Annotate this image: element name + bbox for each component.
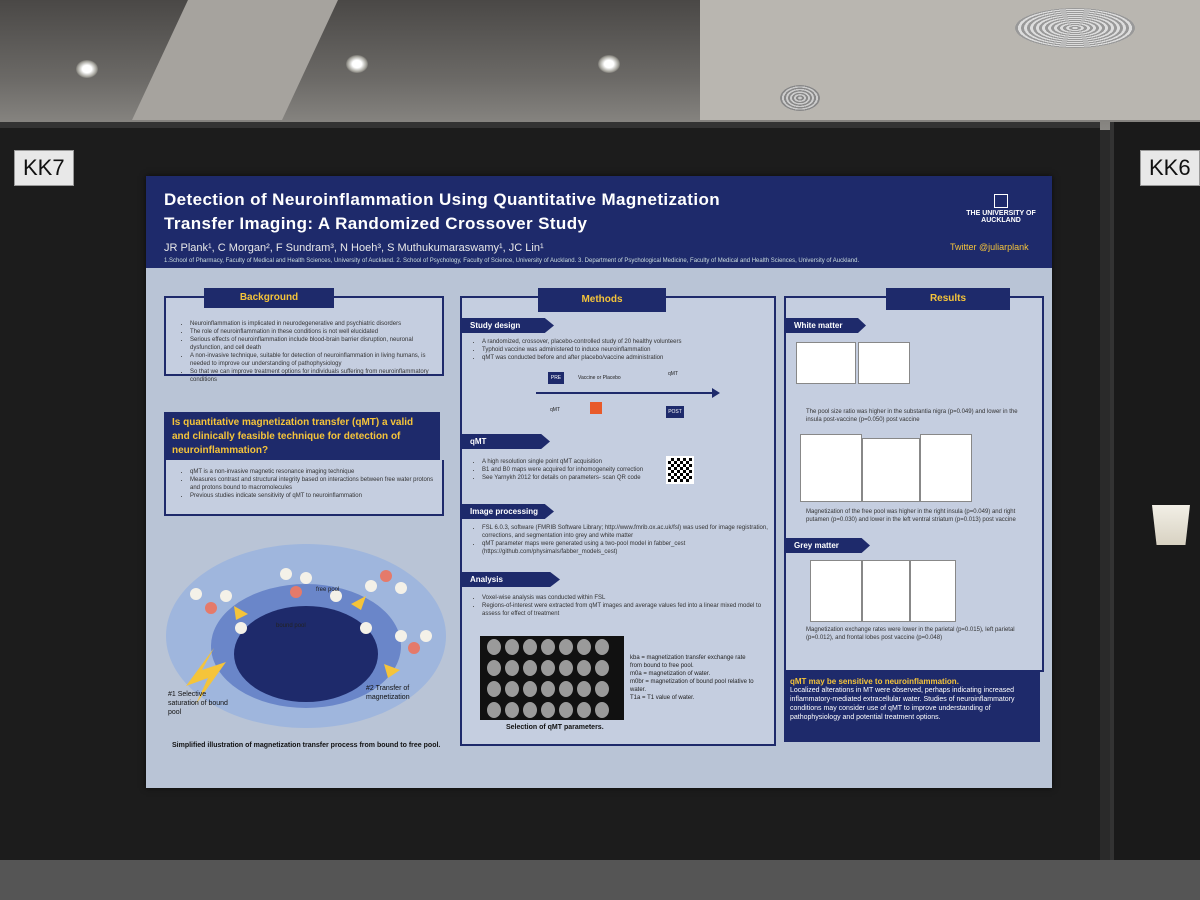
study-design-heading: Study design [462, 318, 554, 333]
transfer-arrow-icon [234, 606, 248, 620]
wm-plot-substantia-nigra [796, 342, 856, 384]
university-crest-icon [994, 194, 1008, 208]
poster-banner: Detection of Neuroinflammation Using Qua… [146, 176, 1052, 268]
paper-cup [1152, 505, 1190, 545]
timeline-qmt-post-label: qMT [668, 371, 678, 377]
qr-code-icon [666, 456, 694, 484]
question-box: Is quantitative magnetization transfer (… [164, 412, 440, 460]
floor [0, 860, 1200, 900]
ceiling-vent [1015, 8, 1135, 48]
ceiling-light [346, 55, 368, 73]
qmt-heading: qMT [462, 434, 550, 449]
image-processing-list: FSL 6.0.3, software (FMRIB Software Libr… [472, 524, 772, 556]
poster-board-adjacent [1110, 122, 1200, 862]
question-list: qMT is a non-invasive magnetic resonance… [180, 468, 440, 500]
authors: JR Plank¹, C Morgan², F Sundram³, N Hoeh… [164, 242, 544, 254]
timeline-post: POST [666, 406, 684, 418]
booth-label-kk7: KK7 [14, 150, 74, 186]
conclusion-box: qMT may be sensitive to neuroinflammatio… [784, 672, 1040, 742]
qmt-parameter-legend: kba = magnetization transfer exchange ra… [630, 655, 754, 701]
gm-plot-parietal [810, 560, 862, 622]
step2-label: #2 Transfer of magnetization [366, 685, 410, 701]
conclusion-heading: qMT may be sensitive to neuroinflammatio… [790, 677, 959, 686]
bound-pool-label: bound pool [276, 623, 306, 629]
water-molecule-icons [190, 568, 432, 654]
ceiling-vent-small [780, 85, 820, 111]
mri-caption: Selection of qMT parameters. [506, 724, 604, 731]
background-list: Neuroinflammation is implicated in neuro… [180, 320, 440, 384]
syringe-icon [590, 402, 602, 414]
affiliations: 1.School of Pharmacy, Faculty of Medical… [164, 258, 860, 264]
booth-label-kk6: KK6 [1140, 150, 1200, 186]
magnetization-transfer-diagram [166, 544, 446, 728]
results-heading: Results [886, 288, 1010, 310]
gm-plot-left-parietal [862, 560, 910, 622]
timeline-pre: PRE [548, 372, 564, 384]
title-line-1: Detection of Neuroinflammation Using Qua… [164, 190, 721, 209]
analysis-list: Voxel-wise analysis was conducted within… [472, 594, 772, 618]
transfer-arrow-icon [384, 664, 400, 678]
twitter-handle: Twitter @juliarplank [950, 242, 1029, 252]
background-heading: Background [204, 288, 334, 308]
free-pool-label: free pool [316, 587, 340, 593]
analysis-heading: Analysis [462, 572, 560, 587]
timeline-arrow-icon [712, 388, 720, 398]
diagram-caption: Simplified illustration of magnetization… [172, 742, 441, 749]
ceiling-light [598, 55, 620, 73]
background-box: Neuroinflammation is implicated in neuro… [164, 296, 444, 383]
ceiling-light [76, 60, 98, 78]
mri-slices-image [480, 636, 624, 720]
gm-result: Magnetization exchange rates were lower … [806, 627, 1015, 641]
white-matter-heading: White matter [786, 318, 866, 333]
timeline-qmt-pre-label: qMT [550, 407, 560, 413]
wm-result-1: The pool size ratio was higher in the su… [806, 409, 1018, 423]
wm-plot-left-ventral-striatum [920, 434, 972, 502]
poster-title: Detection of Neuroinflammation Using Qua… [164, 188, 904, 236]
timeline-line [536, 392, 714, 394]
university-logo-text: THE UNIVERSITY OF AUCKLAND [966, 210, 1036, 224]
poster: Detection of Neuroinflammation Using Qua… [146, 176, 1052, 788]
image-processing-heading: Image processing [462, 504, 554, 519]
wm-result-2: Magnetization of the free pool was highe… [806, 509, 1016, 523]
methods-heading: Methods [538, 288, 666, 312]
step1-label: #1 Selective saturation of bound pool [168, 691, 228, 716]
grey-matter-heading: Grey matter [786, 538, 870, 553]
qmt-list: A high resolution single point qMT acqui… [472, 458, 672, 482]
transfer-arrow-icon [351, 596, 366, 610]
timeline-intervention-label: Vaccine or Placebo [578, 375, 621, 381]
wm-plot-right-putamen [862, 438, 920, 502]
mri-slices-grid [487, 639, 609, 718]
title-line-2: Transfer Imaging: A Randomized Crossover… [164, 214, 588, 233]
study-design-list: A randomized, crossover, placebo-control… [472, 338, 772, 362]
macromolecule-region [234, 606, 378, 702]
conclusion-text: Localized alterations in MT were observe… [790, 687, 1015, 721]
saturation-bolt-icon [186, 648, 226, 704]
wm-plot-right-insula [800, 434, 862, 502]
wm-plot-insula [858, 342, 910, 384]
question-detail-box: qMT is a non-invasive magnetic resonance… [164, 460, 444, 516]
gm-plot-frontal [910, 560, 956, 622]
